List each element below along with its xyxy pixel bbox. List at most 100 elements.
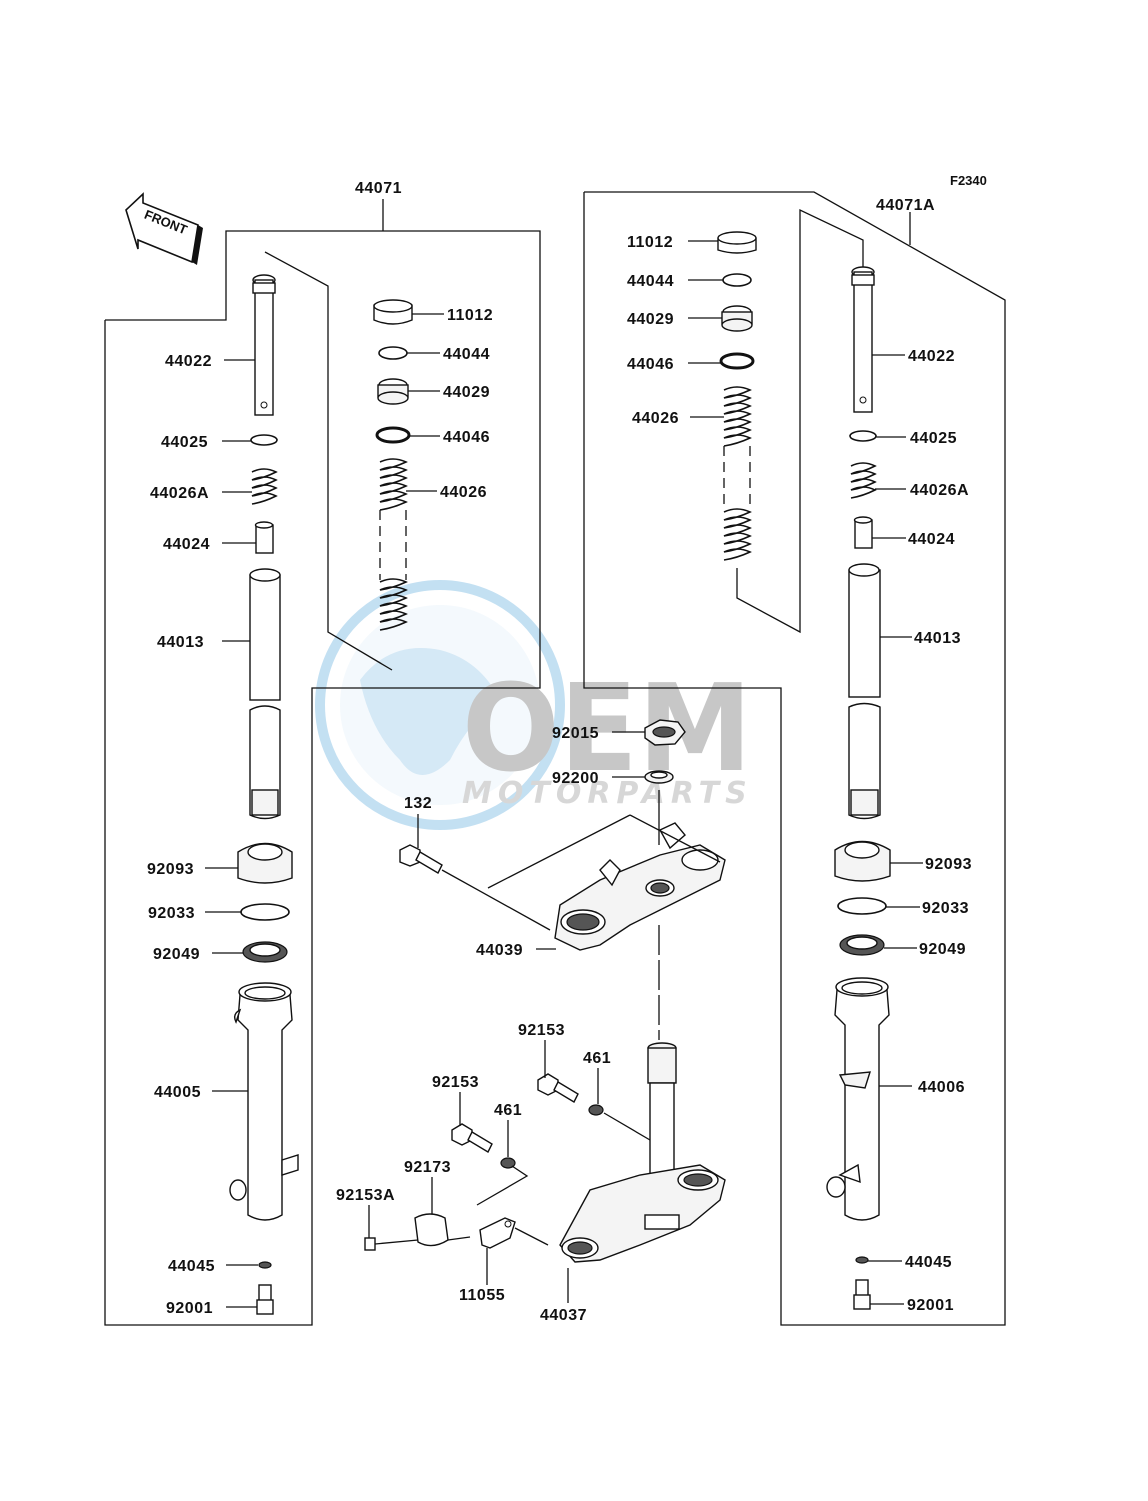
label-44005: 44005 [154, 1084, 201, 1101]
watermark: OEM MOTORPARTS [315, 580, 753, 830]
label-92049-left: 92049 [153, 946, 200, 963]
steering-stem [559, 1042, 726, 1263]
right-fork-spring [723, 386, 752, 561]
right-gasket [855, 1256, 869, 1264]
label-44044-left: 44044 [443, 346, 490, 363]
front-arrow-icon: FRONT [125, 192, 203, 265]
right-inner-tube [848, 563, 881, 820]
left-o-ring [375, 426, 411, 444]
label-92153-lower: 92153 [432, 1074, 479, 1091]
right-fork-frame [583, 191, 1006, 1326]
left-top-plug [373, 299, 413, 325]
label-92033-left: 92033 [148, 905, 195, 922]
label-44022-left: 44022 [165, 353, 212, 370]
label-132: 132 [404, 795, 432, 812]
label-44071A: 44071A [876, 197, 935, 214]
right-retaining-ring [837, 897, 887, 915]
label-11055: 11055 [459, 1287, 505, 1304]
right-damper-rod [851, 266, 875, 413]
part-labels: 44071 44022 44025 44026A 44024 44013 920… [147, 180, 972, 1324]
right-outer-tube [826, 977, 890, 1221]
label-44029-left: 44029 [443, 384, 490, 401]
label-44071: 44071 [355, 180, 402, 197]
left-allen-bolt [256, 1284, 274, 1315]
label-44013-right: 44013 [914, 630, 961, 647]
label-44046-left: 44046 [443, 429, 490, 446]
label-44045-right: 44045 [905, 1254, 952, 1271]
label-92093-left: 92093 [147, 861, 194, 878]
label-92173: 92173 [404, 1159, 451, 1176]
left-damper-rod [252, 274, 276, 416]
label-44024-right: 44024 [908, 531, 955, 548]
right-dust-seal [834, 840, 891, 882]
label-461-upper: 461 [583, 1050, 611, 1067]
right-rebound-spring [850, 462, 877, 499]
label-44044-right: 44044 [627, 273, 674, 290]
label-461-lower: 461 [494, 1102, 522, 1119]
label-44024-left: 44024 [163, 536, 210, 553]
left-rebound-spring [251, 468, 278, 505]
label-44046-right: 44046 [627, 356, 674, 373]
label-44026-right: 44026 [632, 410, 679, 427]
clamp-bolt-132 [399, 844, 551, 931]
label-44025-left: 44025 [161, 434, 208, 451]
label-44037: 44037 [540, 1307, 587, 1324]
label-44045-left: 44045 [168, 1258, 215, 1275]
label-44026-left: 44026 [440, 484, 487, 501]
leader-lines [205, 240, 923, 1308]
left-dust-seal [237, 842, 293, 884]
left-gasket [258, 1261, 272, 1269]
label-92153-upper: 92153 [518, 1022, 565, 1039]
label-11012-left: 11012 [447, 307, 493, 324]
left-oil-seal [242, 941, 288, 963]
washer-461-lower [476, 1157, 529, 1206]
left-piston-ring [250, 434, 278, 446]
label-92001-left: 92001 [166, 1300, 213, 1317]
right-o-ring [719, 352, 755, 370]
label-44039: 44039 [476, 942, 523, 959]
washer-461-upper [588, 1104, 651, 1141]
label-92200: 92200 [552, 770, 599, 787]
right-allen-bolt [853, 1279, 871, 1310]
label-11012-right: 11012 [627, 234, 673, 251]
hose-clamp [414, 1213, 471, 1247]
right-circlip [722, 273, 752, 287]
bolt-92153-lower [451, 1123, 493, 1153]
label-44026A-right: 44026A [910, 482, 969, 499]
left-spring-seat [377, 378, 409, 405]
right-oil-seal [839, 934, 885, 956]
left-inner-tube [249, 568, 281, 820]
diagram-code: F2340 [950, 173, 987, 188]
left-retaining-ring [240, 903, 290, 921]
bracket-11055 [479, 1217, 549, 1249]
right-spring-seat [721, 305, 753, 332]
left-outer-tube [229, 982, 299, 1221]
watermark-brand: OEM [462, 660, 752, 799]
label-44006: 44006 [918, 1079, 965, 1096]
label-92093-right: 92093 [925, 856, 972, 873]
label-92153A: 92153A [336, 1187, 395, 1204]
label-44029-right: 44029 [627, 311, 674, 328]
right-piston-ring [849, 430, 877, 442]
label-44025-right: 44025 [910, 430, 957, 447]
bolt-92153-upper [537, 1073, 579, 1103]
left-collar [254, 521, 274, 554]
left-circlip [378, 346, 408, 360]
label-92049-right: 92049 [919, 941, 966, 958]
upper-bracket [487, 814, 726, 1040]
label-44013-left: 44013 [157, 634, 204, 651]
label-92015: 92015 [552, 725, 599, 742]
right-collar [853, 516, 873, 549]
label-92001-right: 92001 [907, 1297, 954, 1314]
label-44026A-left: 44026A [150, 485, 209, 502]
bolt-92153A [364, 1237, 419, 1251]
left-fork-frame [104, 199, 541, 1326]
left-fork-spring [379, 458, 408, 631]
label-92033-right: 92033 [922, 900, 969, 917]
watermark-sub: MOTORPARTS [462, 776, 753, 811]
stem-nut [644, 719, 686, 746]
label-44022-right: 44022 [908, 348, 955, 365]
stem-washer [644, 770, 674, 845]
right-top-plug [717, 231, 757, 254]
